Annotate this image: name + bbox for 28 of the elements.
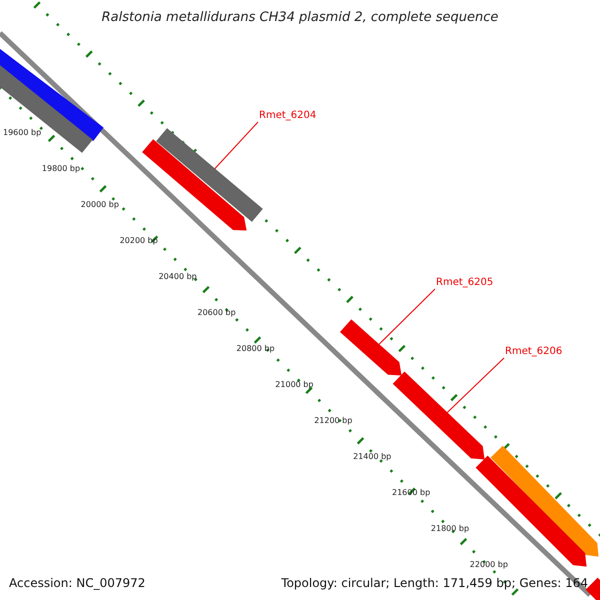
- gene-feature: [586, 578, 600, 600]
- gene-label: Rmet_6204: [259, 111, 316, 121]
- tick-label: 20200 bp: [120, 237, 158, 245]
- gene-feature: [340, 319, 402, 376]
- tick-label: 21800 bp: [430, 525, 470, 533]
- gene-feature: [490, 446, 599, 557]
- map-title: Ralstonia metallidurans CH34 plasmid 2, complete sequence: [100, 11, 500, 24]
- gene-label: Rmet_6206: [505, 347, 562, 357]
- tick-label: 21200 bp: [314, 417, 352, 425]
- gene-label: Rmet_6205: [436, 278, 494, 288]
- leader-line: [214, 122, 258, 170]
- tick-label: 19800 bp: [42, 165, 80, 173]
- tick-label: 22000 bp: [470, 561, 508, 569]
- tick-label: 21400 bp: [353, 453, 392, 461]
- tick-label: 21600 bp: [392, 489, 430, 497]
- tick-label: 20400 bp: [158, 273, 197, 281]
- tick-label: 20800 bp: [236, 345, 275, 353]
- tick-label: 20600 bp: [198, 309, 236, 317]
- map-summary: Topology: circular; Length: 171,459 bp; Genes: 164: [281, 577, 588, 589]
- tick-label: 20000 bp: [80, 201, 119, 209]
- gene-feature: [142, 139, 247, 231]
- tick-label: 21000 bp: [275, 381, 314, 389]
- gene-feature: [392, 372, 485, 460]
- leader-line: [378, 288, 436, 346]
- tick-label: 19600 bp: [3, 129, 42, 137]
- accession-text: Accession: NC_007972: [9, 577, 146, 589]
- gene-bar: [156, 128, 263, 222]
- leader-line: [446, 358, 504, 414]
